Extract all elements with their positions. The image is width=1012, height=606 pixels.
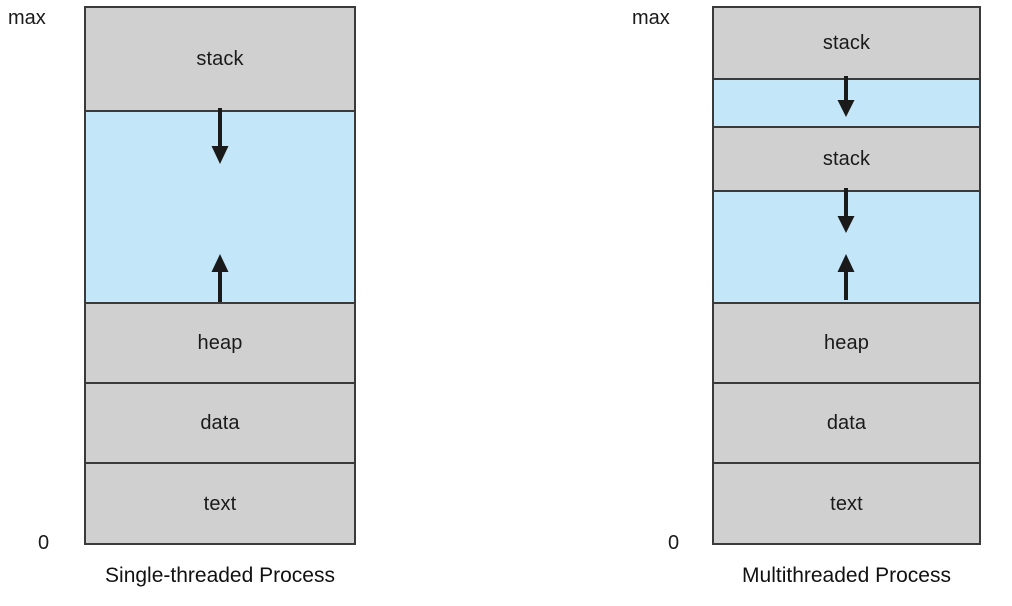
segment-stack: stack [86, 8, 354, 110]
divider-gap-heap [86, 302, 354, 304]
segment-text: text [714, 464, 979, 543]
segment-heap-label: heap [197, 332, 243, 354]
right-axis-zero-label: 0 [668, 532, 680, 554]
divider-data-text [714, 462, 979, 464]
segment-heap-label: heap [824, 332, 869, 354]
segment-stack-label: stack [196, 48, 244, 70]
left-axis-max-label: max [8, 7, 46, 29]
segment-text: text [86, 464, 354, 543]
segment-data: data [714, 384, 979, 462]
divider-heap-data [714, 382, 979, 384]
right-axis-max-label: max [632, 7, 670, 29]
segment-data: data [86, 384, 354, 462]
stack1-grow-down-arrow [837, 76, 855, 117]
multithreaded-caption: Multithreaded Process [742, 564, 951, 587]
heap-grow-up-arrow [211, 254, 229, 302]
segment-stack-2-label: stack [822, 148, 871, 170]
segment-text-label: text [830, 492, 863, 515]
single-threaded-caption: Single-threaded Process [105, 564, 335, 587]
divider-heap-data [86, 382, 354, 384]
segment-heap: heap [714, 304, 979, 382]
stack-grow-down-arrow [211, 108, 229, 164]
stack2-grow-down-arrow [837, 188, 855, 233]
segment-text-label: text [203, 492, 237, 515]
segment-heap: heap [86, 304, 354, 382]
segment-data-label: data [826, 412, 867, 434]
segment-data-label: data [200, 412, 240, 434]
divider-data-text [86, 462, 354, 464]
heap-grow-up-arrow [837, 254, 855, 300]
segment-stack-2: stack [714, 128, 979, 190]
segment-stack-1: stack [714, 8, 979, 78]
segment-stack-1-label: stack [822, 32, 871, 54]
divider-gap2-heap [714, 302, 979, 304]
divider-gap1-stack2 [714, 126, 979, 128]
left-axis-zero-label: 0 [38, 532, 50, 554]
